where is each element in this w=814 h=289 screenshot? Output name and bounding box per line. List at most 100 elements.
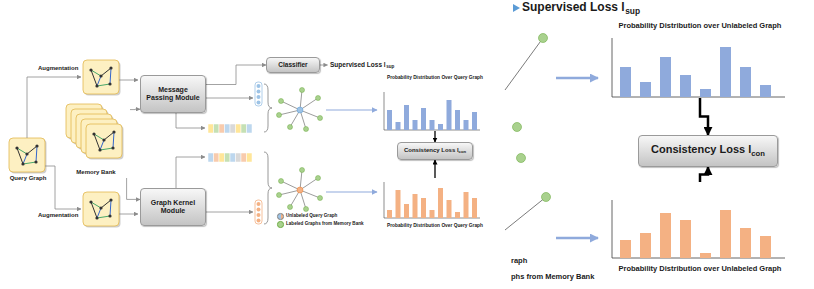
chart-axis: [384, 92, 385, 130]
brace: [264, 152, 272, 224]
bar-chart: Probability Distribution over Unlabeled …: [600, 182, 800, 274]
embedding-vector: [257, 101, 261, 105]
probability-bar: [740, 67, 751, 97]
node-text: Probability Distribution over Unlabeled …: [619, 265, 782, 274]
subscript: sup: [386, 64, 394, 69]
labeled-graph-dot: [288, 125, 293, 130]
probability-bar: [620, 67, 631, 97]
embedding-row: [230, 153, 236, 162]
flow-arrow: [556, 78, 598, 238]
embedding-row: [236, 124, 242, 133]
node-text: Classifier: [278, 61, 307, 68]
probability-bar: [430, 120, 435, 130]
bar-chart: Probability Distribution over Unlabeled …: [600, 22, 800, 98]
node-label: Consistency Loss l: [404, 147, 459, 153]
probability-bar: [760, 236, 771, 258]
flow-arrow: [45, 166, 81, 209]
bar-chart: Probability Distribution Over Query Grap…: [380, 75, 490, 131]
node-text: Query Graph: [10, 175, 47, 182]
probability-bar: [447, 200, 452, 218]
similarity-star: [279, 90, 320, 209]
subscript: con: [459, 149, 466, 154]
embedding-row: [225, 153, 231, 162]
embedding-row: [241, 124, 247, 133]
probability-bar: [620, 210, 771, 258]
connector-arrow: [130, 109, 140, 110]
labeled-graph-dot: [542, 193, 551, 202]
node-text: Message Passing Module: [144, 86, 202, 102]
node-label: Probability Distribution Over Query Grap…: [387, 223, 483, 228]
legend-row: Unlabeled Query Graph: [277, 213, 364, 220]
loss-box: Consistency Loss lcon: [397, 142, 473, 160]
probability-bar: [413, 194, 418, 218]
legend-swatch: [277, 213, 284, 220]
connector-arrow: [700, 167, 708, 182]
labeled-graph-dot: [318, 196, 323, 201]
probability-bar: [620, 47, 771, 97]
labeled-graph-dot: [318, 116, 323, 121]
embedding-row: [214, 153, 220, 162]
flow-arrow: [27, 77, 81, 138]
probability-bar: [438, 188, 443, 218]
flow-arrow: [326, 191, 377, 192]
embedding-row: [208, 124, 252, 162]
connector-arrow: [700, 98, 708, 135]
cropped-label: raph: [511, 257, 527, 266]
node-label: Classifier: [278, 61, 307, 68]
probability-bar: [404, 105, 409, 130]
probability-bar: [455, 110, 460, 130]
node-label: Graph Kernel Module: [151, 199, 195, 214]
legend: Unlabeled Query GraphLabeled Graphs from…: [277, 213, 364, 229]
embedding-row: [247, 124, 253, 133]
probability-bar: [438, 124, 443, 130]
chart-axis: [612, 258, 785, 259]
probability-bar: [455, 212, 460, 218]
cropped-label: phs from Memory Bank: [511, 273, 594, 282]
probability-bar: [720, 47, 731, 97]
memory-bank-stack: [86, 124, 124, 160]
probability-bar: [464, 192, 469, 218]
probability-bar: [640, 82, 651, 97]
memory-bank: Memory Bank: [62, 102, 130, 178]
labeled-graph-dot: [277, 113, 282, 118]
query-dot: [297, 107, 303, 113]
node-text: Graph Kernel Module: [144, 199, 202, 215]
probability-bar: [680, 220, 691, 258]
embedding-vector: [257, 202, 261, 206]
query-graph: Query Graph: [4, 138, 52, 183]
probability-bar: [660, 57, 671, 97]
chart-axis: [384, 182, 385, 218]
labeled-graph-dot: [513, 123, 522, 132]
probability-bar: [464, 120, 469, 130]
flow-arrow: [326, 109, 377, 110]
node-label: Probability Distribution over Unlabeled …: [619, 264, 782, 273]
probability-bar: [404, 204, 409, 218]
probability-bar: [387, 110, 392, 130]
probability-bar: [640, 233, 651, 258]
probability-bar: [387, 210, 392, 218]
flow-arrow: [119, 214, 138, 215]
embedding-vector: [257, 213, 261, 217]
chart-axis: [612, 38, 785, 258]
labeled-graph-dot: [277, 88, 323, 212]
node-label: Memory Bank: [76, 169, 115, 175]
bar-chart: Probability Distribution Over Query Grap…: [380, 178, 490, 229]
labeled-graph-dot: [539, 34, 548, 43]
probability-bar: [472, 198, 477, 218]
flow-arrow: [206, 98, 253, 99]
probability-bar: [387, 100, 477, 130]
labeled-graph-dot: [517, 154, 526, 163]
labeled-graph-dot: [277, 193, 282, 198]
node-label: Consistency Loss l: [651, 143, 751, 155]
chart-axis: [612, 38, 613, 97]
probability-bar: [760, 85, 771, 97]
embedding-row: [208, 124, 214, 133]
flow-arrow: [176, 113, 205, 128]
node-label: Message Passing Module: [146, 86, 199, 101]
labeled-graph-dot: [316, 96, 321, 101]
similarity-star: [505, 38, 543, 90]
query-dot: [297, 187, 303, 193]
bullet-triangle: [513, 4, 520, 12]
step-label: Augmentation: [38, 212, 78, 219]
